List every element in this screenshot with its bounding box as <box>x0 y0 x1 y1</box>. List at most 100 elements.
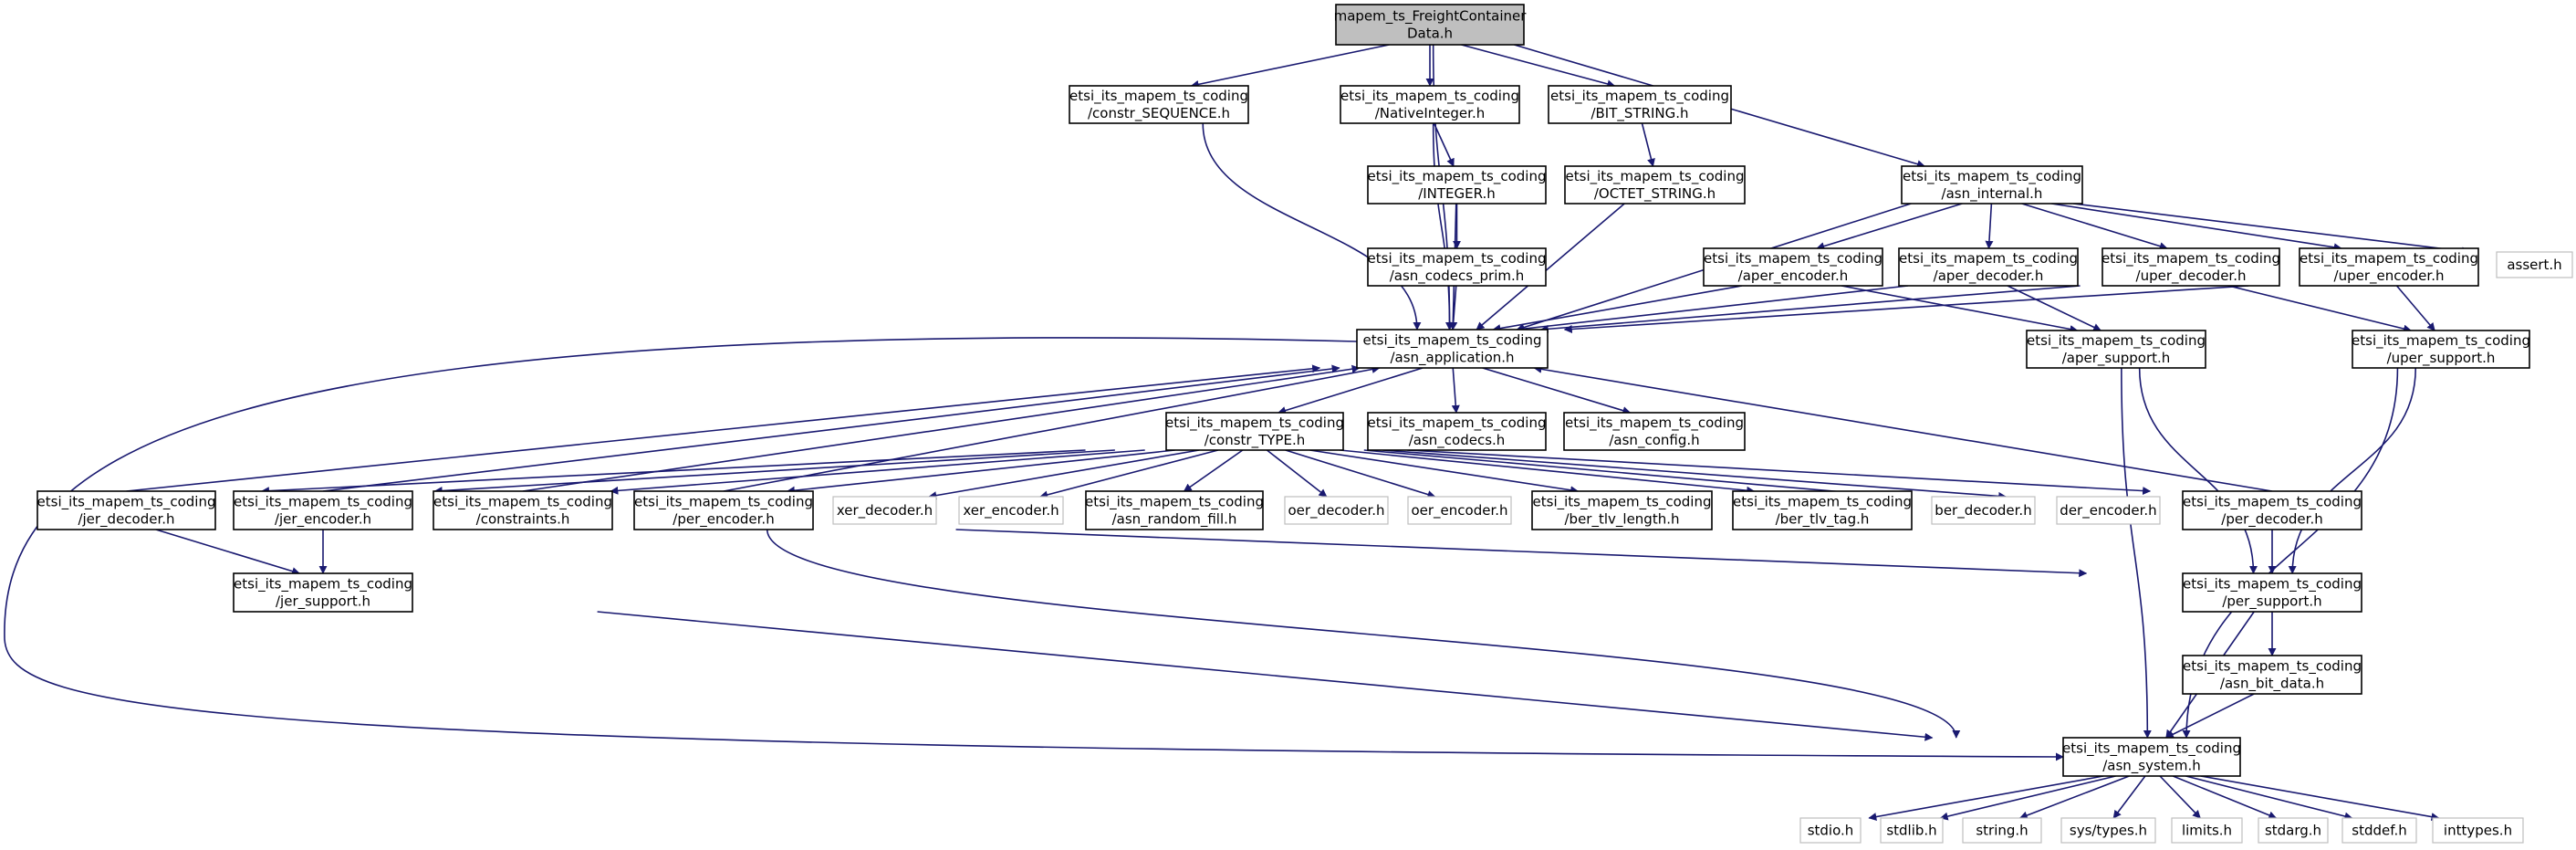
edge-bit-string-to-octet-string <box>1641 122 1655 167</box>
node-stddef: stddef.h <box>2341 817 2417 844</box>
node-box <box>1732 490 1913 530</box>
node-label: xer_encoder.h <box>963 502 1059 519</box>
node-label: etsi_its_mapem_ts_coding <box>1368 250 1547 268</box>
node-label: /uper_support.h <box>2387 350 2496 367</box>
node-box <box>1367 412 1547 451</box>
node-label: etsi_its_mapem_ts_coding <box>37 494 216 511</box>
edge-per-encoder-to-asn-application <box>723 365 1381 492</box>
node-label: der_encoder.h <box>2060 502 2156 519</box>
node-label: etsi_its_mapem_ts_coding <box>2062 740 2241 758</box>
node-label: /jer_encoder.h <box>275 511 371 529</box>
node-label: stdarg.h <box>2265 823 2321 839</box>
node-constr-type[interactable]: etsi_its_mapem_ts_coding/constr_TYPE.h <box>1165 412 1344 451</box>
node-aper-decoder[interactable]: etsi_its_mapem_ts_coding/aper_decoder.h <box>1898 247 2079 287</box>
node-jer-decoder[interactable]: etsi_its_mapem_ts_coding/jer_decoder.h <box>37 490 216 530</box>
node-box <box>1703 247 1883 287</box>
node-box <box>2056 496 2161 525</box>
node-asn-random-fill[interactable]: etsi_its_mapem_ts_coding/asn_random_fill… <box>1085 490 1264 530</box>
node-label: /jer_decoder.h <box>78 511 174 529</box>
node-label: etsi_its_mapem_ts_coding <box>2352 332 2530 350</box>
node-label: etsi_its_mapem_ts_coding <box>1565 415 1744 432</box>
node-asn-bit-data[interactable]: etsi_its_mapem_ts_coding/asn_bit_data.h <box>2182 655 2362 695</box>
edge-constr-type-to-ber-decoder <box>1363 449 1897 500</box>
node-asn-application[interactable]: etsi_its_mapem_ts_coding/asn_application… <box>1356 329 1549 369</box>
node-per-support[interactable]: etsi_its_mapem_ts_coding/per_support.h <box>2182 572 2362 613</box>
node-label: /ber_tlv_tag.h <box>1776 511 1870 529</box>
node-uper-encoder[interactable]: etsi_its_mapem_ts_coding/uper_encoder.h <box>2299 247 2479 287</box>
node-label: inttypes.h <box>2444 823 2512 839</box>
edge-uper-encoder-to-asn-application <box>1563 285 2249 333</box>
node-asn-codecs-prim[interactable]: etsi_its_mapem_ts_coding/asn_codecs_prim… <box>1367 247 1547 287</box>
node-asn-config[interactable]: etsi_its_mapem_ts_coding/asn_config.h <box>1563 412 1746 451</box>
node-box <box>2182 490 2362 530</box>
node-box <box>1564 165 1746 205</box>
node-label: etsi_its_mapem_ts_coding <box>1363 332 1542 350</box>
node-asn-codecs[interactable]: etsi_its_mapem_ts_coding/asn_codecs.h <box>1367 412 1547 451</box>
node-label: /per_support.h <box>2222 593 2321 611</box>
node-per-encoder[interactable]: etsi_its_mapem_ts_coding/per_encoder.h <box>633 490 814 530</box>
node-constr-sequence[interactable]: etsi_its_mapem_ts_coding/constr_SEQUENCE… <box>1069 85 1249 124</box>
node-assert: assert.h <box>2496 251 2573 278</box>
node-octet-string[interactable]: etsi_its_mapem_ts_coding/OCTET_STRING.h <box>1564 165 1746 205</box>
node-jer-encoder[interactable]: etsi_its_mapem_ts_coding/jer_encoder.h <box>233 490 413 530</box>
node-box <box>832 496 937 525</box>
node-box <box>2496 251 2573 278</box>
node-label: /uper_encoder.h <box>2334 268 2445 285</box>
node-label: /asn_system.h <box>2102 758 2201 775</box>
edge-asn-system-to-sys-types <box>2112 775 2146 819</box>
node-stdlib: stdlib.h <box>1880 817 1944 844</box>
node-label: oer_encoder.h <box>1411 502 1507 519</box>
node-label: /uper_decoder.h <box>2136 268 2247 285</box>
node-box <box>1898 247 2079 287</box>
node-label: etsi_its_mapem_ts_coding <box>2027 332 2206 350</box>
node-xer-encoder: xer_encoder.h <box>958 496 1064 525</box>
node-box <box>2432 817 2524 844</box>
node-label: /asn_application.h <box>1390 350 1514 367</box>
edge-constr-type-to-ber-tlv-length <box>1309 449 1580 495</box>
node-label: xer_decoder.h <box>837 502 933 519</box>
node-integer[interactable]: etsi_its_mapem_ts_coding/INTEGER.h <box>1367 165 1547 205</box>
node-aper-support[interactable]: etsi_its_mapem_ts_coding/aper_support.h <box>2026 330 2206 369</box>
node-box <box>2182 572 2362 613</box>
node-bit-string[interactable]: etsi_its_mapem_ts_coding/BIT_STRING.h <box>1548 85 1732 124</box>
edge-asn-system-to-stdlib <box>1939 775 2116 821</box>
edge-jer-decoder-to-asn-application <box>126 364 1321 492</box>
node-asn-system[interactable]: etsi_its_mapem_ts_coding/asn_system.h <box>2062 737 2241 777</box>
node-label: /asn_config.h <box>1609 432 1699 449</box>
edge-asn-system-to-inttypes <box>2200 775 2440 822</box>
node-uper-support[interactable]: etsi_its_mapem_ts_coding/uper_support.h <box>2352 330 2530 369</box>
node-label: /BIT_STRING.h <box>1590 105 1688 122</box>
edge-jer-encoder-to-asn-application <box>322 364 1340 492</box>
edge-asn-application-to-constr-type <box>1278 367 1424 415</box>
edge-constraints-to-asn-application <box>522 364 1361 492</box>
node-ber-tlv-tag[interactable]: etsi_its_mapem_ts_coding/ber_tlv_tag.h <box>1732 490 1913 530</box>
node-box <box>1931 496 2036 525</box>
node-sys-types: sys/types.h <box>2060 817 2156 844</box>
node-oer-decoder: oer_decoder.h <box>1284 496 1389 525</box>
node-box <box>2341 817 2417 844</box>
node-per-decoder[interactable]: etsi_its_mapem_ts_coding/per_decoder.h <box>2182 490 2362 530</box>
node-box <box>233 490 413 530</box>
node-label: etsi_its_mapem_ts_coding <box>234 494 412 511</box>
node-box <box>1165 412 1344 451</box>
node-box <box>1962 817 2042 844</box>
node-label: /asn_internal.h <box>1942 185 2043 203</box>
node-jer-support[interactable]: etsi_its_mapem_ts_coding/jer_support.h <box>233 572 413 613</box>
edge-uper-decoder-to-asn-application <box>1539 285 2081 333</box>
node-ber-tlv-length[interactable]: etsi_its_mapem_ts_coding/ber_tlv_length.… <box>1531 490 1713 530</box>
node-box <box>233 572 413 613</box>
node-label: /asn_codecs.h <box>1409 432 1506 449</box>
node-label: /OCTET_STRING.h <box>1594 185 1716 203</box>
edge-aper-encoder-to-aper-support <box>1841 285 2079 333</box>
node-aper-encoder[interactable]: etsi_its_mapem_ts_coding/aper_encoder.h <box>1703 247 1883 287</box>
edge-constr-type-to-constraints <box>610 449 1145 495</box>
node-native-integer[interactable]: etsi_its_mapem_ts_coding/NativeInteger.h <box>1340 85 1520 124</box>
node-uper-decoder[interactable]: etsi_its_mapem_ts_coding/uper_decoder.h <box>2101 247 2280 287</box>
edge-uper-decoder-to-uper-support <box>2227 285 2412 333</box>
node-box <box>1367 247 1547 287</box>
node-box <box>1531 490 1713 530</box>
node-constraints[interactable]: etsi_its_mapem_ts_coding/constraints.h <box>433 490 613 530</box>
node-asn-internal[interactable]: etsi_its_mapem_ts_coding/asn_internal.h <box>1901 165 2083 205</box>
